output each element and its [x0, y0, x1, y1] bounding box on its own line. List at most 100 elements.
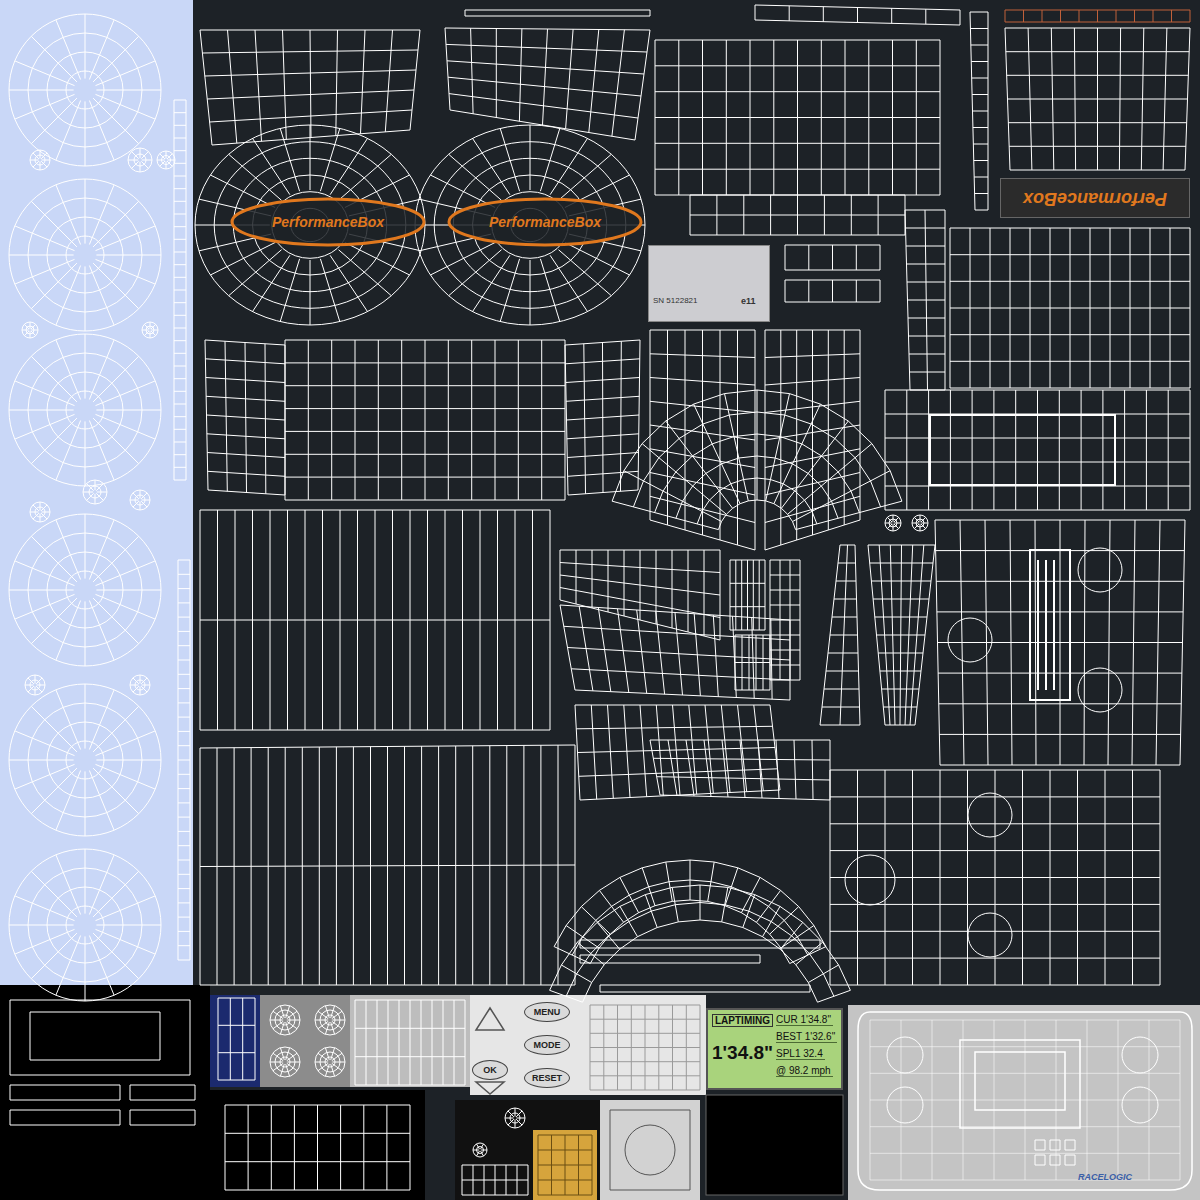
- uv-mesh: [730, 560, 765, 630]
- uv-circle: [9, 179, 161, 331]
- wheel-spokes: [83, 480, 107, 504]
- uv-circle: [30, 150, 50, 170]
- uv-circle: [25, 675, 45, 695]
- uv-circle: [9, 14, 161, 166]
- wheel-spokes: [9, 849, 161, 1001]
- uv-outline: [10, 1000, 195, 1125]
- grey-panel: [350, 995, 470, 1087]
- wheel-spokes: [9, 684, 161, 836]
- uv-mesh: [462, 1165, 528, 1195]
- uv-circle: [142, 322, 158, 338]
- arc-mesh: [550, 885, 851, 1002]
- uv-circle: [625, 1125, 675, 1175]
- faceplate-panel: [848, 1005, 1200, 1200]
- brand-logo: PerformanceBox: [489, 214, 601, 230]
- faceplate-outline: [858, 1012, 1192, 1190]
- uv-circle: [130, 490, 150, 510]
- wheel-spokes: [30, 150, 50, 170]
- uv-circle: [912, 515, 928, 531]
- uv-mesh: [820, 545, 860, 725]
- uv-mesh: [174, 100, 186, 480]
- uv-mesh: [870, 1020, 1180, 1180]
- wheel-spokes: [157, 151, 175, 169]
- button-oval: OK: [472, 1060, 508, 1080]
- keypad: [1035, 1140, 1075, 1165]
- uv-circle: [30, 502, 50, 522]
- wheel-spokes: [9, 334, 161, 486]
- uv-mesh: [565, 340, 640, 495]
- uv-circle: [315, 1047, 345, 1077]
- uv-mesh: [200, 510, 550, 730]
- wheel-spokes: [9, 179, 161, 331]
- wheel-spokes: [30, 502, 50, 522]
- uv-circle: [270, 1047, 300, 1077]
- uv-mesh: [868, 545, 935, 725]
- uv-circle: [885, 515, 901, 531]
- wheel-spokes: [128, 148, 152, 172]
- screen-reading: @ 98.2 mph: [776, 1065, 833, 1077]
- wheel-spokes: [9, 514, 161, 666]
- grey-panel: [260, 995, 350, 1087]
- uv-outline: [930, 415, 1115, 485]
- uv-mesh: [950, 228, 1190, 388]
- uv-circle: [1122, 1037, 1158, 1073]
- wheel-spokes: [25, 675, 45, 695]
- uv-mesh: [218, 998, 255, 1080]
- wheel-spokes: [315, 1048, 345, 1077]
- uv-circle: [845, 855, 895, 905]
- uv-circle: [505, 1108, 525, 1128]
- wheel-spokes: [130, 490, 150, 510]
- uv-mesh: [785, 280, 880, 302]
- uv-mesh: [200, 745, 575, 985]
- uv-mesh: [285, 340, 565, 500]
- uv-circle: [128, 148, 152, 172]
- uv-circle: [9, 849, 161, 1001]
- dark-panel: [455, 1100, 600, 1200]
- uv-mesh: [355, 1000, 465, 1085]
- uv-mesh: [1005, 10, 1190, 22]
- lcd-screen: LAPTIMING1'34.8"CUR 1'34.8"BEST 1'32.6"S…: [706, 1008, 843, 1090]
- uv-mesh: [970, 12, 988, 210]
- wheel-spokes: [315, 1006, 345, 1035]
- button-label: MODE: [534, 1040, 561, 1050]
- logo-ellipse: PerformanceBox: [445, 196, 645, 248]
- button-oval: MODE: [524, 1035, 570, 1055]
- ellipse-outline: [449, 199, 641, 245]
- uv-ellipse: [195, 125, 425, 325]
- uv-mesh: [830, 770, 1160, 985]
- uv-circle: [9, 684, 161, 836]
- uv-circle: [473, 1143, 487, 1157]
- wheel-spokes: [22, 322, 38, 338]
- serial-number: SN 5122821: [653, 296, 697, 305]
- uv-mesh: [600, 985, 810, 992]
- logo-band: PerformanceBox: [1000, 178, 1190, 218]
- uv-mesh: [580, 955, 760, 963]
- uv-mesh: [538, 1135, 592, 1195]
- arrow-button: [476, 1008, 504, 1094]
- uv-circle: [9, 334, 161, 486]
- logo-ellipse: PerformanceBox: [228, 196, 428, 248]
- uv-circle: [22, 322, 38, 338]
- wheel-strip: [0, 0, 193, 985]
- button-oval: MENU: [524, 1002, 570, 1022]
- uv-circle: [887, 1037, 923, 1073]
- button-label: OK: [483, 1065, 497, 1075]
- button-label: MENU: [534, 1007, 561, 1017]
- uv-mesh: [655, 40, 940, 195]
- uv-circle: [1078, 668, 1122, 712]
- gold-panel: [533, 1130, 597, 1200]
- screen-reading: CUR 1'34.8": [776, 1014, 833, 1026]
- wheel-spokes: [270, 1006, 300, 1035]
- uv-mesh: [770, 560, 800, 680]
- uv-mesh: [785, 245, 880, 270]
- uv-circle: [157, 151, 175, 169]
- arc-mesh: [554, 860, 826, 964]
- uv-circle: [887, 1087, 923, 1123]
- uv-circle: [270, 1005, 300, 1035]
- uv-mesh: [935, 520, 1185, 765]
- wheel-spokes: [130, 675, 150, 695]
- uv-outline: [1030, 550, 1070, 700]
- uv-mesh: [205, 340, 285, 495]
- uv-mesh: [225, 1105, 410, 1190]
